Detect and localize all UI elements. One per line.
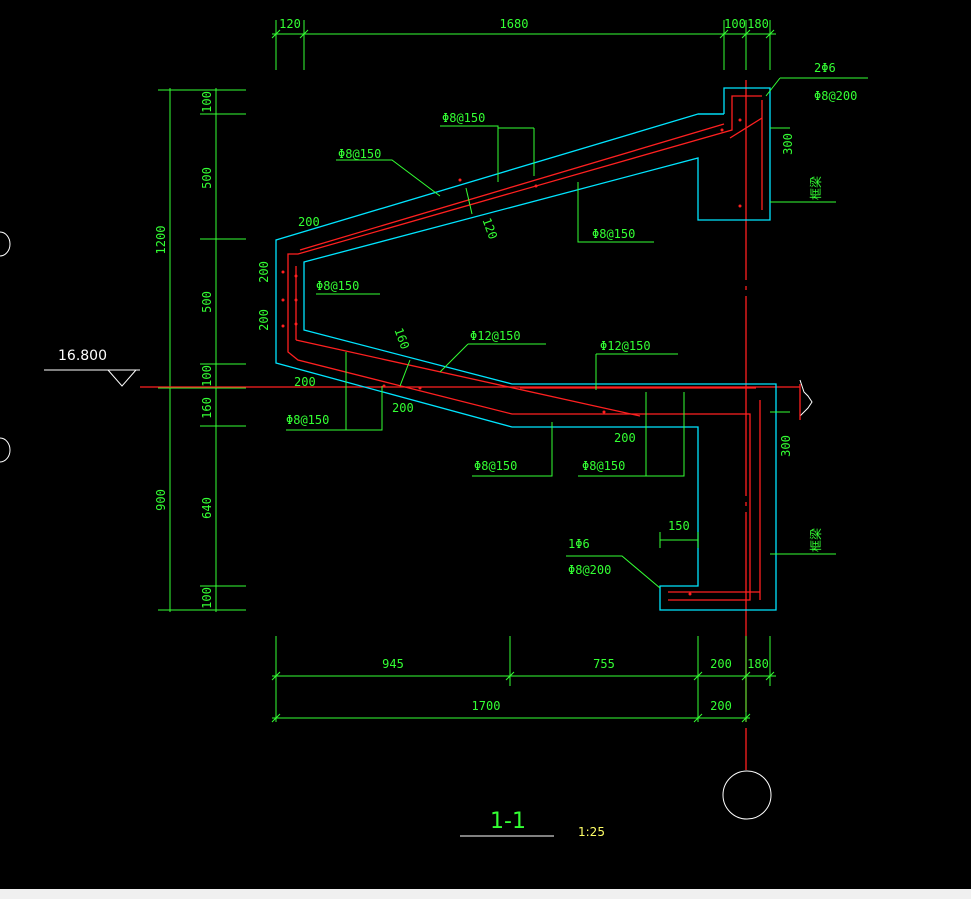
dim-left-500-b: 500 xyxy=(200,291,214,313)
rebar-label-9: Φ8@150 xyxy=(582,459,625,473)
dim-bottom-1700: 1700 xyxy=(472,699,501,713)
left-dimension-lines xyxy=(158,88,246,612)
dim-left-500-a: 500 xyxy=(200,167,214,189)
dim-left-100-b: 100 xyxy=(200,365,214,387)
dim-section-150: 150 xyxy=(668,519,690,533)
dim-section-120: 120 xyxy=(479,216,500,241)
dim-bottom-945: 945 xyxy=(382,657,404,671)
dim-left-100-c: 100 xyxy=(200,587,214,609)
beam-label-top: 框梁 xyxy=(808,176,823,200)
top-dimension-line xyxy=(271,20,776,70)
rebar-dots xyxy=(281,118,742,596)
rebar-label-1: Φ8@150 xyxy=(338,147,381,161)
concrete-outline xyxy=(275,87,777,611)
beam-label-bottom: 框梁 xyxy=(808,528,823,552)
dim-section-200-e: 200 xyxy=(392,401,414,415)
dim-top-1680: 1680 xyxy=(500,17,529,31)
bottom-bar xyxy=(0,889,971,899)
dim-bottom-755: 755 xyxy=(593,657,615,671)
dim-300-bottom: 300 xyxy=(779,435,793,457)
dim-section-160: 160 xyxy=(391,326,412,351)
rebar-label-2: Φ8@150 xyxy=(442,111,485,125)
rebar-label-3: Φ8@150 xyxy=(592,227,635,241)
elevation-label: 16.800 xyxy=(58,348,107,364)
rebar-label-11: Φ8@200 xyxy=(814,89,857,103)
dim-300-top: 300 xyxy=(781,133,795,155)
bottom-dimension-lines xyxy=(271,636,776,723)
rebar-lines xyxy=(287,95,763,601)
rebar-label-12: 1Φ6 xyxy=(568,537,590,551)
axis-bubble xyxy=(722,770,772,820)
beam-side-lines xyxy=(770,127,836,555)
dim-top-180: 180 xyxy=(747,17,769,31)
section-title: 1-1 xyxy=(490,809,526,834)
dim-bottom-180: 180 xyxy=(747,657,769,671)
dim-bottom-200-b: 200 xyxy=(710,699,732,713)
rebar-label-5: Φ12@150 xyxy=(470,329,521,343)
rebar-label-13: Φ8@200 xyxy=(568,563,611,577)
dim-section-200-f: 200 xyxy=(614,431,636,445)
section-scale: 1:25 xyxy=(578,825,605,839)
rebar-label-4: Φ8@150 xyxy=(316,279,359,293)
rebar-label-6: Φ12@150 xyxy=(600,339,651,353)
rebar-label-10: 2Φ6 xyxy=(814,61,836,75)
dim-left-1200: 1200 xyxy=(154,226,168,255)
left-edge-arcs xyxy=(0,231,11,463)
dim-left-160: 160 xyxy=(200,397,214,419)
dim-section-200-b: 200 xyxy=(257,261,271,283)
dim-left-640: 640 xyxy=(200,497,214,519)
rebar-label-8: Φ8@150 xyxy=(474,459,517,473)
rebar-label-7: Φ8@150 xyxy=(286,413,329,427)
dim-bottom-200-a: 200 xyxy=(710,657,732,671)
dim-section-200-d: 200 xyxy=(294,375,316,389)
leader-lines xyxy=(286,77,868,589)
dim-top-100: 100 xyxy=(724,17,746,31)
dim-section-200-c: 200 xyxy=(257,309,271,331)
dim-left-100-a: 100 xyxy=(200,91,214,113)
dim-left-900: 900 xyxy=(154,489,168,511)
dim-top-120: 120 xyxy=(279,17,301,31)
elevation-marker xyxy=(44,369,140,387)
dim-section-200-a: 200 xyxy=(298,215,320,229)
